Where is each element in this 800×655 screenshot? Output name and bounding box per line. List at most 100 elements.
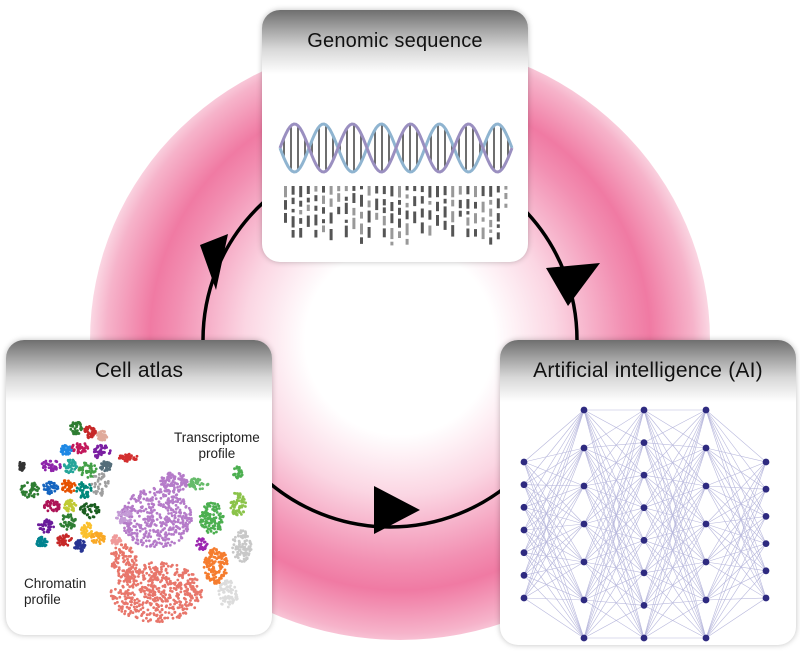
cell-point bbox=[127, 614, 131, 617]
cell-point bbox=[184, 585, 188, 589]
nn-edge bbox=[643, 540, 707, 601]
cell-point bbox=[37, 523, 40, 527]
cell-point bbox=[95, 511, 98, 515]
read-bar bbox=[458, 199, 462, 209]
cell-point bbox=[102, 433, 105, 437]
cell-point bbox=[146, 596, 150, 600]
cell-point bbox=[172, 533, 176, 536]
transcriptome-cluster bbox=[115, 508, 133, 525]
nn-node bbox=[580, 596, 588, 604]
cell-point bbox=[244, 558, 248, 562]
cell-point bbox=[64, 483, 68, 487]
cell-point bbox=[203, 505, 206, 508]
cell-point bbox=[145, 571, 149, 575]
cell-point bbox=[171, 563, 174, 567]
nn-edge bbox=[523, 523, 585, 553]
cell-point bbox=[242, 497, 246, 501]
cell-point bbox=[217, 513, 221, 516]
cell-point bbox=[92, 540, 96, 544]
nn-edge bbox=[705, 447, 767, 544]
cell-point bbox=[56, 541, 60, 545]
cell-point bbox=[178, 603, 182, 607]
cell-point bbox=[171, 498, 175, 502]
cell-point bbox=[99, 477, 103, 481]
cell-point bbox=[166, 537, 169, 541]
cell-point bbox=[123, 595, 127, 598]
nn-edge bbox=[523, 485, 585, 508]
cell-point bbox=[178, 606, 181, 609]
cell-point bbox=[86, 476, 90, 479]
cell-point bbox=[72, 464, 75, 468]
cell-point bbox=[203, 560, 206, 564]
cell-point bbox=[74, 432, 78, 435]
transcriptome-cluster bbox=[231, 529, 253, 563]
cell-point bbox=[86, 505, 90, 509]
nn-node bbox=[762, 513, 770, 520]
cell-point bbox=[139, 581, 143, 585]
cell-point bbox=[176, 506, 180, 509]
cell-point bbox=[55, 509, 58, 513]
cell-point bbox=[82, 524, 86, 527]
cell-point bbox=[219, 587, 223, 591]
nn-edge bbox=[705, 409, 767, 544]
nn-edge bbox=[705, 570, 767, 601]
cell-point bbox=[233, 538, 237, 542]
nn-edge bbox=[643, 447, 707, 639]
cell-point bbox=[152, 573, 156, 577]
cell-point bbox=[128, 580, 132, 584]
chromatin-cluster bbox=[70, 442, 90, 455]
cell-point bbox=[44, 524, 48, 527]
cell-point bbox=[137, 575, 140, 578]
cell-point bbox=[80, 494, 83, 498]
cell-point bbox=[146, 608, 150, 612]
cell-point bbox=[206, 503, 210, 507]
read-bar bbox=[322, 207, 325, 214]
transcriptome-umap bbox=[109, 465, 253, 624]
cell-point bbox=[77, 432, 81, 435]
cell-atlas-title: Cell atlas bbox=[6, 340, 272, 402]
cell-point bbox=[96, 444, 99, 448]
cell-point bbox=[212, 573, 216, 577]
nn-edge bbox=[523, 447, 585, 599]
nn-edge bbox=[705, 523, 767, 544]
cell-point bbox=[93, 481, 97, 485]
cell-point bbox=[85, 471, 89, 474]
cell-point bbox=[223, 587, 227, 591]
cell-point bbox=[75, 442, 79, 445]
cell-point bbox=[36, 492, 40, 496]
nn-edge bbox=[643, 409, 707, 487]
nn-edge bbox=[583, 523, 645, 574]
cell-point bbox=[187, 506, 191, 510]
cell-point bbox=[182, 514, 185, 518]
cell-point bbox=[214, 575, 218, 579]
cell-point bbox=[215, 548, 218, 551]
cell-point bbox=[85, 529, 89, 532]
cell-point bbox=[164, 531, 168, 535]
cell-point bbox=[141, 585, 144, 589]
nn-edge bbox=[583, 572, 645, 639]
read-bar bbox=[474, 201, 477, 209]
read-bar bbox=[436, 201, 439, 212]
cell-point bbox=[61, 444, 64, 448]
cell-point bbox=[238, 553, 242, 556]
cycle-arrow-bottom bbox=[374, 486, 420, 534]
cell-point bbox=[94, 541, 98, 544]
cell-point bbox=[159, 490, 163, 494]
cell-point bbox=[155, 541, 159, 544]
nn-edge bbox=[523, 575, 585, 639]
cell-point bbox=[175, 601, 179, 604]
cell-point bbox=[89, 530, 93, 534]
nn-node bbox=[702, 406, 710, 414]
nn-edge bbox=[583, 485, 645, 541]
cell-point bbox=[128, 576, 132, 580]
dna-strand-b bbox=[278, 122, 514, 174]
read-bar bbox=[466, 217, 470, 226]
cell-point bbox=[117, 554, 121, 558]
cell-point bbox=[188, 594, 192, 598]
cell-point bbox=[150, 510, 154, 514]
cell-point bbox=[210, 550, 213, 554]
cell-point bbox=[46, 528, 50, 532]
cell-point bbox=[146, 517, 149, 521]
cell-point bbox=[104, 434, 108, 438]
cell-point bbox=[172, 607, 176, 611]
